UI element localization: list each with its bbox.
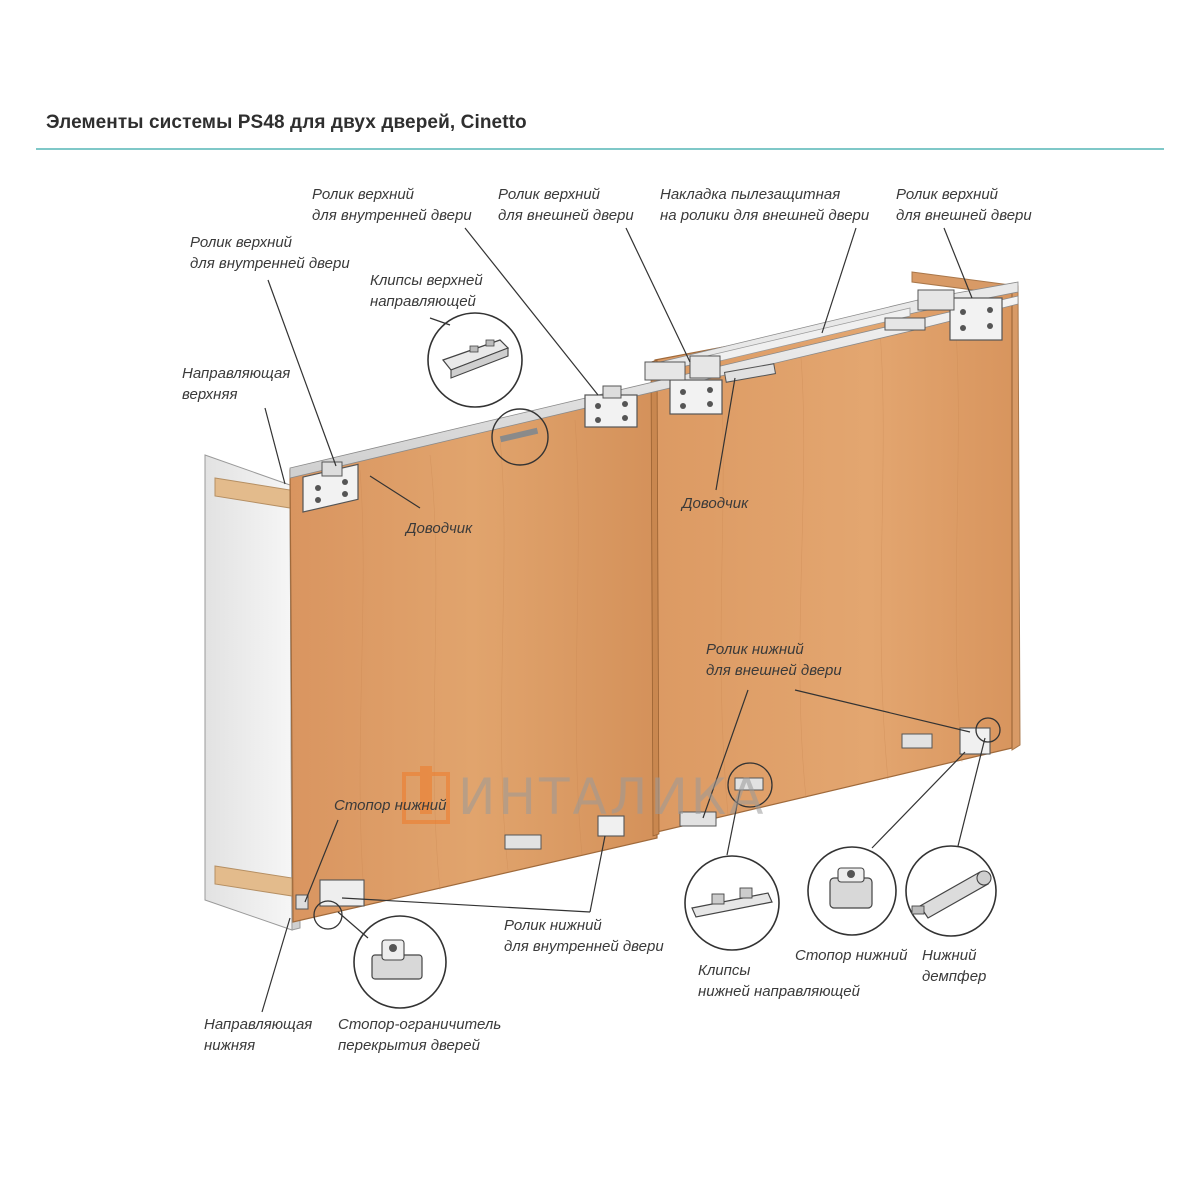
- bottom-stop-right-inset: [807, 846, 897, 936]
- leader-lines: [261, 227, 986, 1013]
- bottom-guide-clips-inset: [684, 855, 780, 951]
- bottom-guide-clip-marker: [727, 762, 773, 808]
- label-bottom-stop-right: Стопор нижний: [795, 947, 908, 964]
- outer-door-edge: [650, 359, 660, 837]
- label-bottom-stop-left: Стопор нижний: [334, 797, 447, 814]
- cabinet-side-panel: [204, 454, 301, 931]
- overlap-stopper-inset: [353, 915, 447, 1009]
- closer-right-device: [723, 363, 777, 383]
- bottom-stop-left-device: [295, 879, 365, 930]
- top-roller-inner-center-plate: [584, 385, 638, 428]
- top-roller-inner-plate: [302, 461, 359, 513]
- wood-grain: [359, 314, 963, 906]
- bottom-roller-outer-marker: [975, 717, 1001, 743]
- top-roller-outer-right-plate: [884, 289, 1003, 341]
- bottom-roller-inner-device: [504, 815, 625, 850]
- page-title: Элементы системы PS48 для двух дверей, C…: [46, 112, 527, 133]
- title-underline: [36, 148, 1164, 150]
- bottom-damper-inset: [905, 845, 997, 937]
- inner-door: [289, 384, 658, 923]
- top-roller-outer-center-plate: [644, 355, 723, 415]
- watermark-logo-icon: [402, 766, 450, 824]
- top-guide-clips-inset: [427, 312, 523, 408]
- label-closer-left: Доводчик: [406, 520, 473, 537]
- label-closer-right: Доводчик: [682, 495, 749, 512]
- lower-shelf: [214, 865, 293, 897]
- top-guide-clip-marker: [491, 408, 549, 466]
- watermark-brand: ИНТАЛИКА: [458, 768, 767, 826]
- bottom-roller-outer-device: [679, 727, 991, 827]
